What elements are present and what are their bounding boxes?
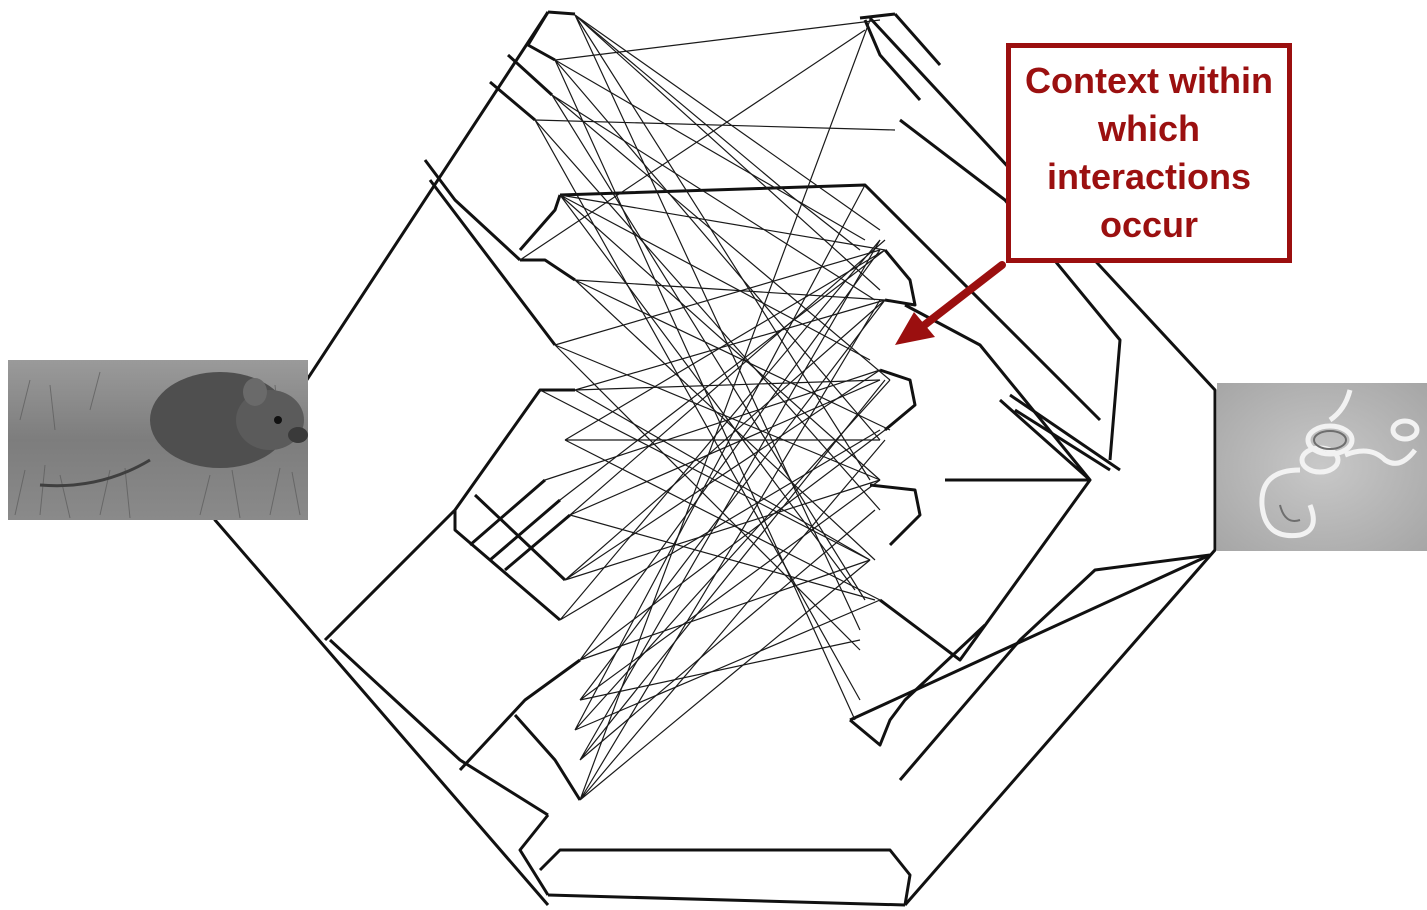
context-callout-box: Context within which interactions occur (1006, 43, 1292, 263)
context-callout-text: Context within which interactions occur (1025, 60, 1273, 245)
mouse-photo (8, 360, 308, 520)
callout-arrow (895, 261, 1006, 345)
parasite-micrograph (1217, 383, 1427, 551)
interaction-lines (519, 14, 896, 801)
